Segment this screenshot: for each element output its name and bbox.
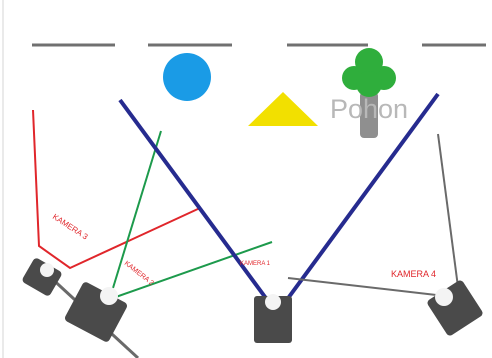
circle-object bbox=[163, 53, 211, 101]
camera-3-label: KAMERA 3 bbox=[51, 212, 90, 242]
camera-4-lens bbox=[435, 288, 453, 306]
camera-4-label: KAMERA 4 bbox=[391, 269, 436, 279]
tree-label: Pohon bbox=[330, 94, 408, 124]
tree-object bbox=[342, 48, 396, 138]
camera-2 bbox=[65, 282, 127, 342]
camera-3-view-lines bbox=[32, 109, 201, 270]
camera-1-body bbox=[254, 296, 292, 343]
camera-2-body bbox=[65, 282, 127, 342]
camera-2-label: KAMERA 2 bbox=[123, 260, 155, 287]
triangle-object bbox=[248, 92, 318, 126]
camera-2-lens bbox=[100, 287, 118, 305]
camera-4-view-lines bbox=[287, 133, 459, 297]
tree-trunk bbox=[360, 92, 378, 138]
camera-4 bbox=[427, 280, 483, 336]
camera-3 bbox=[22, 258, 62, 296]
camera-1-label: KAMERA 1 bbox=[240, 261, 271, 267]
camera-1-lens bbox=[265, 294, 281, 310]
camera-2-view-lines bbox=[112, 130, 273, 299]
camera-3-lens bbox=[40, 263, 54, 277]
camera-3-body bbox=[22, 258, 62, 296]
camera-1 bbox=[254, 294, 292, 343]
camera-4-body bbox=[427, 280, 483, 336]
camera-1-view-lines bbox=[118, 92, 440, 303]
